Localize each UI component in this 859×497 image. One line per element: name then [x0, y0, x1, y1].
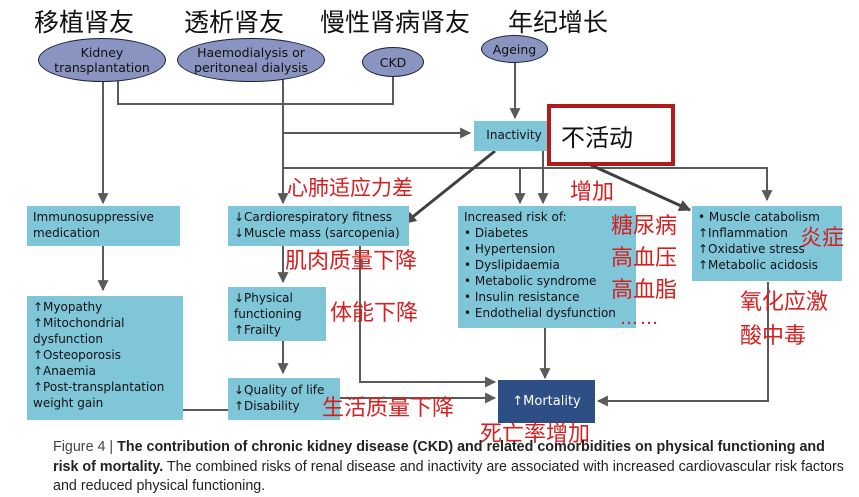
physical-zh-annotation: 体能下降	[330, 301, 419, 326]
muscle-mass-zh-annotation: 肌肉质量下降	[285, 249, 418, 274]
quality-zh-annotation: 生活质量下降	[322, 396, 455, 421]
cardio-zh-annotation: 心肺适应力差	[287, 176, 413, 200]
inactivity-zh-highlight: 不活动	[547, 104, 675, 166]
ageing-node: Ageing	[481, 35, 548, 63]
immunosuppressive-box: Immunosuppressive medication	[27, 206, 180, 246]
ageing-label: Ageing	[492, 41, 537, 57]
ckd-zh-label: 慢性肾病肾友	[320, 8, 471, 37]
lipid-zh-annotation: 高血脂	[611, 278, 678, 303]
inactivity-label: Inactivity	[486, 128, 542, 143]
myopathy-box: ↑Myopathy ↑Mitochondrial dysfunction ↑Os…	[27, 296, 183, 420]
acidosis-zh-annotation: 酸中毒	[740, 324, 807, 349]
ckd-node: CKD	[362, 47, 424, 77]
hypertension-zh-annotation: 高血压	[611, 246, 678, 271]
caption-figure-label: Figure 4 |	[53, 439, 118, 455]
kidney-transplantation-label: Kidney transplantation	[54, 45, 150, 75]
caption-body-text: The combined risks of renal disease and …	[53, 458, 844, 495]
ellipsis-annotation: ……	[620, 308, 660, 329]
quality-of-life-box: ↓Quality of life ↑Disability	[228, 378, 340, 420]
transplant-zh-label: 移植肾友	[34, 8, 135, 37]
increased-risk-box: Increased risk of: • Diabetes • Hyperten…	[458, 206, 636, 328]
dialysis-zh-label: 透析肾友	[184, 8, 285, 37]
ageing-zh-label: 年纪增长	[508, 8, 609, 37]
physical-functioning-box: ↓Physical functioning ↑Frailty	[228, 287, 326, 341]
kidney-transplantation-node: Kidney transplantation	[38, 38, 166, 82]
diabetes-zh-annotation: 糖尿病	[611, 214, 678, 239]
mortality-zh-annotation: 死亡率增加	[480, 422, 591, 447]
oxidative-zh-annotation: 氧化应激	[740, 290, 829, 315]
mortality-label: ↑Mortality	[512, 394, 581, 409]
dialysis-node: Haemodialysis or peritoneal dialysis	[177, 38, 325, 82]
mortality-box: ↑Mortality	[498, 380, 595, 423]
caption-bold-text: The contribution of chronic kidney disea…	[53, 439, 825, 475]
inactivity-box: Inactivity	[474, 121, 554, 151]
cardiorespiratory-box: ↓Cardiorespiratory fitness ↓Muscle mass …	[228, 206, 409, 246]
inactivity-zh-label: 不活动	[561, 123, 633, 152]
figure-caption: Figure 4 | The contribution of chronic k…	[53, 438, 853, 497]
muscle-catabolism-box: • Muscle catabolism ↑Inflammation ↑Oxida…	[692, 206, 842, 281]
inflammation-zh-annotation: 炎症	[800, 226, 845, 251]
increase-zh-annotation: 增加	[570, 180, 615, 205]
ckd-label: CKD	[379, 54, 407, 70]
dialysis-label: Haemodialysis or peritoneal dialysis	[194, 45, 308, 75]
